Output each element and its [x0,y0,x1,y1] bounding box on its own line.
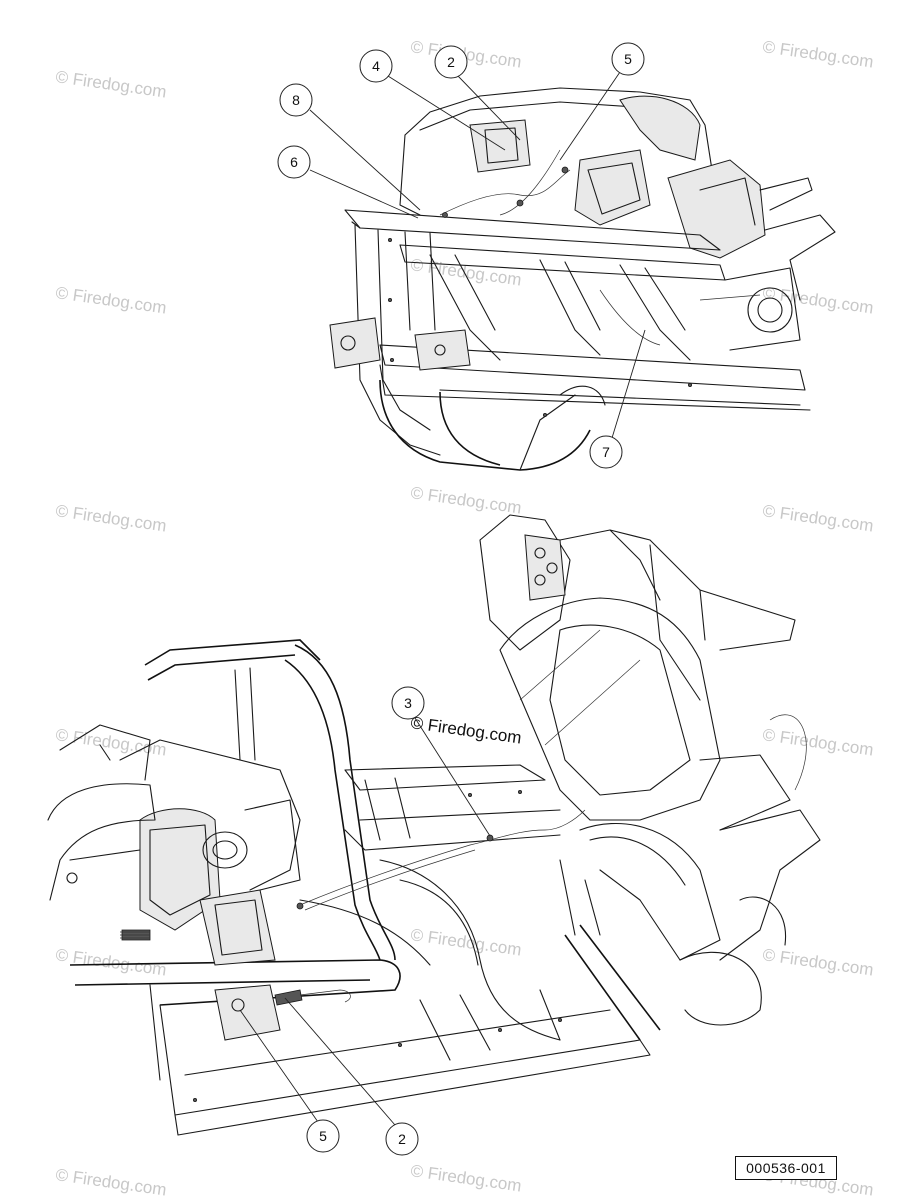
watermark-text: © Firedog.com [761,283,874,317]
watermark-text: © Firedog.com [409,1161,522,1195]
callout-5: 5 [239,1009,340,1153]
watermark-text: © Firedog.com [761,725,874,759]
watermark-text: © Firedog.com [54,67,167,101]
watermark-text: © Firedog.com [409,255,522,289]
callout-label: 5 [319,1128,327,1144]
callout-8: 8 [279,83,421,211]
bottom-chassis-illustration [47,514,821,1136]
callout-label: 5 [624,51,632,67]
callout-3: 3 [391,686,491,837]
watermark-text: © Firedog.com [54,283,167,317]
watermark-text: © Firedog.com [761,945,874,979]
watermark-text: © Firedog.com [409,925,522,959]
watermark-center: © Firedog.com [409,713,522,747]
callout-label: 4 [372,58,380,74]
callout-label: 8 [292,92,300,108]
watermark-text: © Firedog.com [54,1165,167,1199]
callout-label: 2 [398,1131,406,1147]
watermark-text: © Firedog.com [761,501,874,535]
top-callouts: 4 2 5 8 6 7 [277,42,646,469]
callout-5: 5 [559,42,645,161]
callout-label: 3 [404,695,412,711]
top-frame-illustration [329,87,836,471]
callout-4: 4 [359,49,506,151]
callout-2: 2 [284,997,419,1156]
callout-7: 7 [589,329,646,469]
callout-6: 6 [277,145,419,219]
watermark-text: © Firedog.com [761,37,874,71]
watermark-text: © Firedog.com [54,501,167,535]
callout-2: 2 [434,45,521,141]
callout-label: 7 [602,444,610,460]
watermark-text: © Firedog.com [409,483,522,517]
part-number-label: 000536-001 [735,1156,837,1180]
callout-label: 2 [447,54,455,70]
bottom-callouts: 3 5 2 [239,686,491,1156]
callout-label: 6 [290,154,298,170]
watermark-text: © Firedog.com [54,945,167,979]
